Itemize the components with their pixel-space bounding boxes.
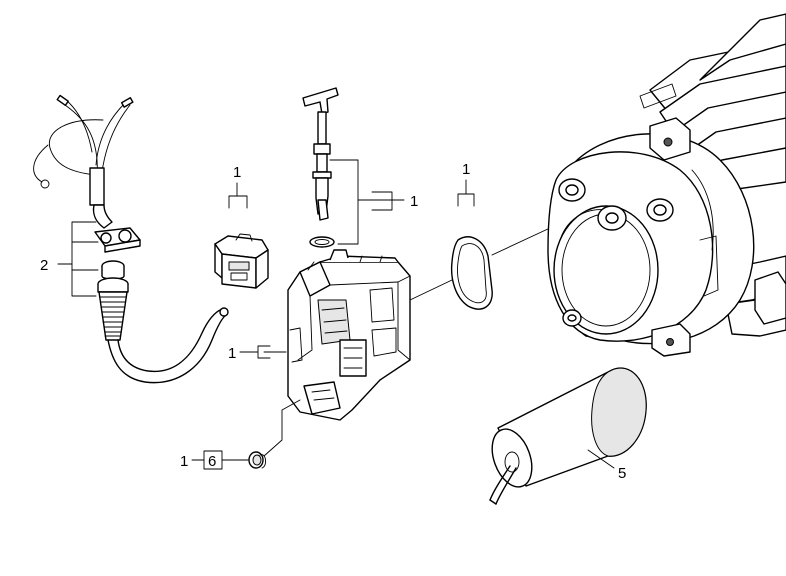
callout-label-2: 2 bbox=[40, 257, 48, 274]
alignment-line bbox=[409, 279, 453, 301]
cable-assembly bbox=[33, 94, 229, 384]
callout-label-seal-qty: 1 bbox=[180, 453, 188, 470]
callout-label-seal-part: 6 bbox=[208, 453, 216, 470]
callout-rod: 1 bbox=[329, 159, 418, 245]
clip-part bbox=[214, 233, 269, 289]
alignment-line bbox=[491, 227, 551, 256]
callout-label-rod: 1 bbox=[410, 193, 418, 210]
oring-part bbox=[450, 236, 493, 310]
seal-part bbox=[248, 399, 301, 469]
callout-label-clip: 1 bbox=[233, 164, 241, 181]
motor-housing bbox=[547, 13, 786, 357]
rod-assembly bbox=[302, 87, 339, 248]
capacitor-part bbox=[489, 367, 647, 505]
callout-seal: 1 6 bbox=[180, 450, 249, 470]
callout-label-capacitor: 5 bbox=[618, 465, 626, 482]
callout-clip: 1 bbox=[228, 164, 248, 209]
switch-housing bbox=[287, 249, 411, 421]
callout-oring: 1 bbox=[457, 161, 475, 207]
callout-label-oring: 1 bbox=[462, 161, 470, 178]
callout-housing: 1 bbox=[228, 345, 287, 362]
callout-2: 2 bbox=[40, 221, 99, 297]
callout-capacitor: 5 bbox=[587, 449, 626, 482]
callout-label-housing: 1 bbox=[228, 345, 236, 362]
